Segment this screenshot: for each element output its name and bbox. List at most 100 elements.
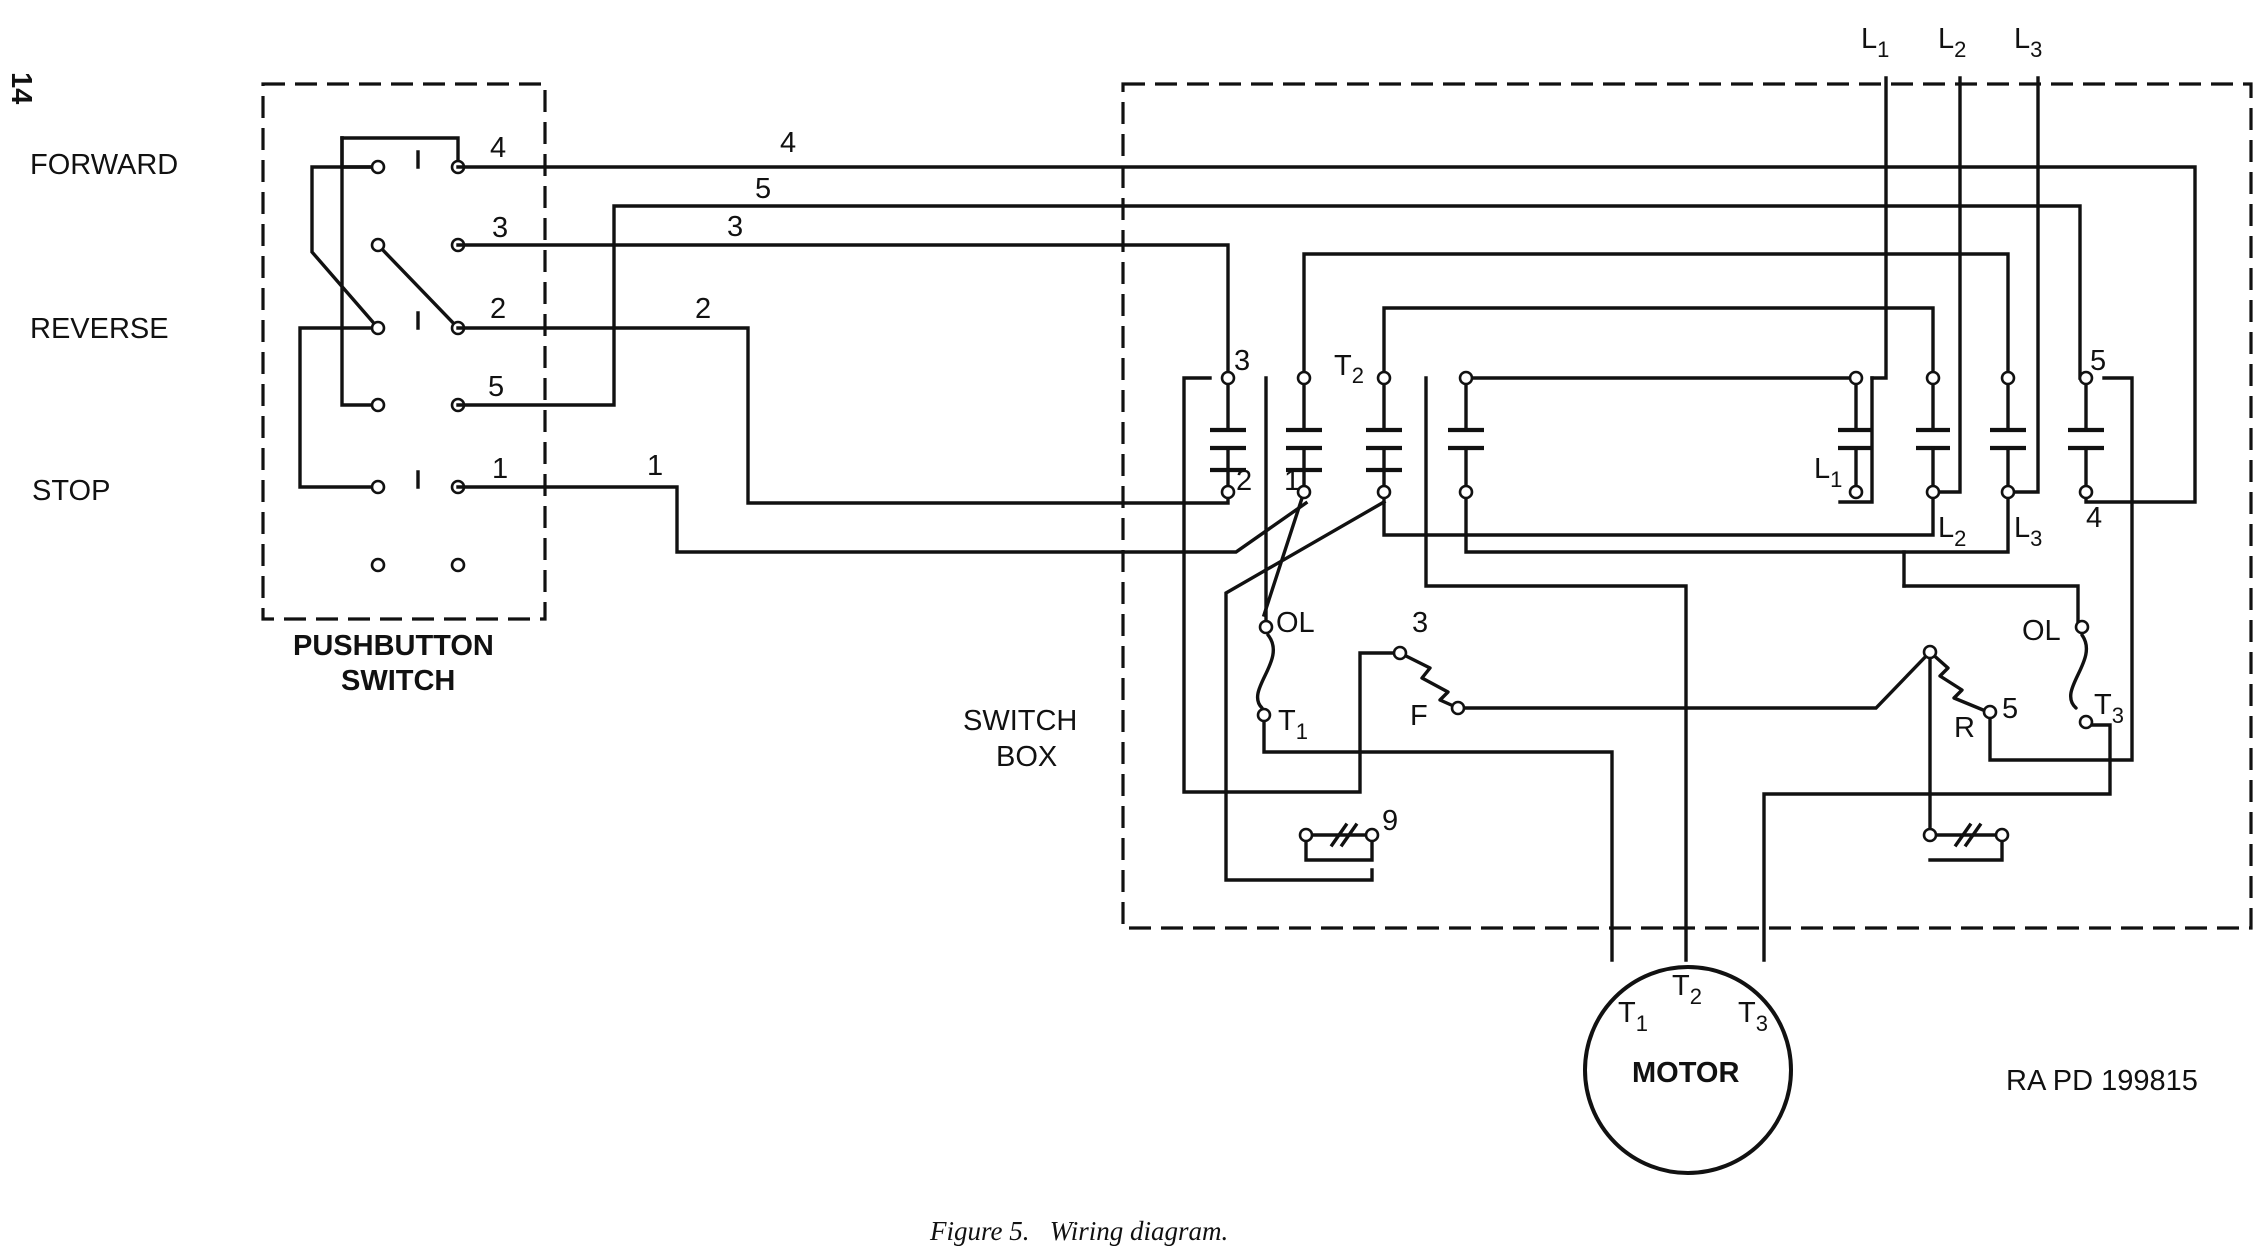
contact-5-4 — [2068, 427, 2104, 451]
nc-contact-right-frame — [1928, 833, 2004, 862]
l1-return — [1838, 376, 1874, 504]
terminal — [370, 159, 386, 175]
motor-t2-feed — [1424, 376, 1688, 962]
diag-t1-ol — [1261, 489, 1307, 618]
sb-terminal-l3: L3 — [2014, 512, 2042, 551]
wire-label-4: 4 — [780, 127, 796, 159]
forward-label: FORWARD — [30, 149, 178, 181]
supply-l3-label: L3 — [2014, 23, 2042, 62]
forward-to-reverse-crosslink — [310, 165, 381, 331]
motor-label: MOTOR — [1632, 1057, 1739, 1089]
bus-t1-l3 — [1302, 252, 2010, 380]
pb-terminal-1: 1 — [492, 453, 508, 485]
motor-t2-label: T2 — [1672, 970, 1702, 1009]
wire-to-ol-right — [1902, 584, 2080, 629]
terminal — [370, 320, 386, 336]
reverse-diagonal — [375, 242, 461, 331]
supply-l2-label: L2 — [1938, 23, 1966, 62]
motor-t1-feed — [1262, 713, 1614, 962]
pb-terminal-3: 3 — [492, 212, 508, 244]
forward-to-bottom-left — [340, 136, 380, 407]
nc-contact-right-slash — [1953, 822, 1983, 848]
wire-2 — [456, 326, 1230, 505]
forward-bridge-top — [340, 136, 460, 169]
terminal — [370, 237, 386, 253]
page-number: 14 — [5, 72, 37, 104]
pb-terminal-2: 2 — [490, 293, 506, 325]
supply-line-l3 — [2006, 76, 2040, 494]
terminal — [370, 479, 386, 495]
cross-t2-l2 — [1382, 490, 1935, 537]
reverse-contact-zigzag — [1928, 650, 1990, 714]
ol-t1-label: T1 — [1278, 705, 1308, 744]
sb-terminal-t2: T2 — [1334, 350, 1364, 388]
bus-t2-l2 — [1382, 306, 1935, 380]
switch-box-title-line1: SWITCH — [963, 705, 1077, 737]
reverse-contact-r: R — [1954, 712, 1975, 744]
pushbutton-switch: FORWARD REVERSE STOP 4 3 2 5 1 PUSHBUTTO… — [30, 82, 547, 697]
contactor-contacts — [1210, 382, 2104, 488]
sb-terminal-1: 1 — [1284, 465, 1300, 497]
switch-box: SWITCH BOX L1 L2 L3 — [963, 23, 2253, 962]
forward-contact-zigzag — [1398, 651, 1460, 710]
ol-left-label: OL — [1276, 607, 1315, 639]
ol-t3-label: T3 — [2094, 689, 2124, 728]
sb-terminal-l2: L2 — [1938, 512, 1966, 551]
wire-label-5: 5 — [755, 173, 771, 205]
wire-label-1: 1 — [647, 450, 663, 482]
wire-to-left-ol-contact — [1224, 499, 1387, 882]
nc-contact-9-frame — [1304, 833, 1374, 862]
overload-heater-left — [1255, 633, 1276, 710]
nc-contact-9-label: 9 — [1382, 805, 1398, 837]
forward-to-reverse-link — [1456, 649, 1933, 710]
reverse-contact-5: 5 — [2002, 693, 2018, 725]
wire-label-3: 3 — [727, 211, 743, 243]
pushbutton-switch-box — [261, 82, 547, 621]
wire-label-2: 2 — [695, 293, 711, 325]
switch-box-wiring — [1182, 252, 2134, 962]
pb-terminal-4: 4 — [490, 132, 506, 164]
supply-line-l1 — [1870, 76, 1888, 380]
terminal — [370, 557, 386, 573]
nc-contact-9-slash — [1329, 822, 1359, 848]
pb-terminal-5: 5 — [488, 371, 504, 403]
forward-contact-3: 3 — [1412, 607, 1428, 639]
cross-aux-l3 — [1464, 490, 2010, 554]
motor-t3-label: T3 — [1738, 997, 1768, 1036]
contact-aux — [1448, 427, 1484, 451]
reverse-label: REVERSE — [30, 313, 169, 345]
reverse-to-stop-link — [298, 326, 380, 489]
forward-contact-f: F — [1410, 700, 1428, 732]
motor-t1-label: T1 — [1618, 997, 1648, 1036]
contact-l2 — [1916, 427, 1950, 451]
stop-label: STOP — [32, 475, 110, 507]
ol-right-label: OL — [2022, 615, 2061, 647]
sb-terminal-5: 5 — [2090, 345, 2106, 377]
switch-box-terminals — [1220, 370, 2094, 843]
wire-3 — [456, 243, 1230, 380]
contact-l3 — [1990, 427, 2026, 451]
terminal — [450, 557, 466, 573]
wire-to-ol-left — [1260, 376, 1268, 629]
sb-terminal-2: 2 — [1236, 465, 1252, 497]
figure-caption: Figure 5. Wiring diagram. — [929, 1216, 1228, 1246]
drawing-reference: RA PD 199815 — [2006, 1065, 2198, 1097]
sb-terminal-l1: L1 — [1814, 453, 1842, 492]
contact-l1 — [1838, 427, 1872, 451]
supply-line-l2 — [1931, 76, 1962, 494]
wire-5-to-r — [1988, 376, 2134, 762]
overload-heater-right — [2068, 633, 2089, 710]
motor: MOTOR T1 T2 T3 — [1583, 965, 1793, 1175]
terminal — [370, 397, 386, 413]
supply-l1-label: L1 — [1861, 23, 1889, 62]
wire-1 — [456, 485, 1309, 554]
sb-terminal-4: 4 — [2086, 502, 2102, 534]
motor-circle — [1583, 965, 1793, 1175]
wire-to-f-contact — [1182, 376, 1402, 794]
sb-terminal-3: 3 — [1234, 345, 1250, 377]
switch-box-title-line2: BOX — [996, 741, 1057, 773]
pushbutton-title-line1: PUSHBUTTON — [293, 630, 494, 662]
pushbutton-title-line2: SWITCH — [341, 665, 455, 697]
